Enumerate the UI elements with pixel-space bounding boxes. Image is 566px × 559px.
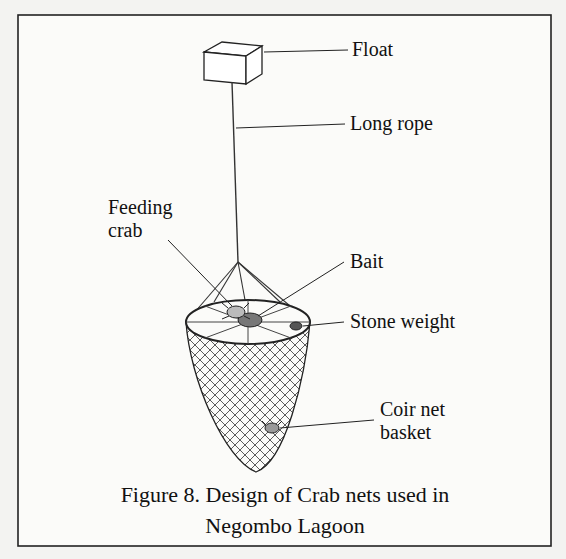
figure-frame bbox=[18, 15, 551, 546]
part-label: Feeding crab bbox=[108, 196, 184, 242]
part-label: Coir net basket bbox=[380, 398, 472, 444]
feeding-crab bbox=[222, 303, 250, 319]
rope bbox=[232, 82, 238, 262]
part-label: Long rope bbox=[350, 112, 433, 135]
part-label: Stone weight bbox=[350, 310, 455, 333]
leader-lines bbox=[168, 50, 374, 428]
crab-in-net bbox=[262, 421, 282, 433]
part-label: Bait bbox=[350, 250, 383, 273]
basket-ring bbox=[186, 300, 310, 344]
part-label: Float bbox=[352, 38, 393, 61]
float bbox=[204, 42, 262, 84]
figure-caption: Figure 8. Design of Crab nets used in Ne… bbox=[105, 480, 465, 542]
stone-weight bbox=[290, 322, 302, 330]
ring-spokes bbox=[186, 300, 310, 344]
